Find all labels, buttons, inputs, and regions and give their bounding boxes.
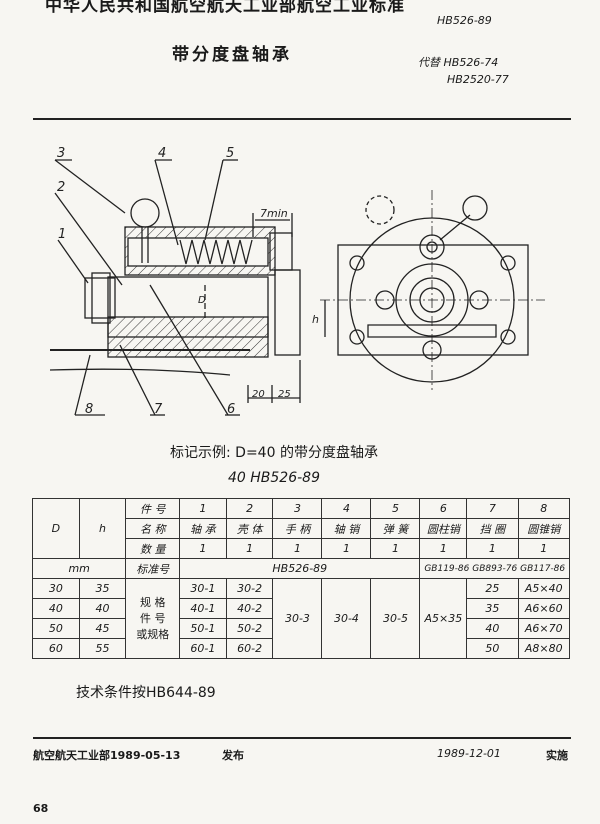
merged-c4: 30-4 bbox=[321, 578, 372, 659]
drawing-label-8: 8 bbox=[85, 402, 93, 417]
marking-example: 标记示例: D=40 的带分度盘轴承 bbox=[170, 445, 378, 461]
part-name-8: 圆锥销 bbox=[517, 518, 571, 539]
row-D: 60 bbox=[32, 638, 80, 659]
page-number: 68 bbox=[33, 802, 49, 815]
part-name-6: 圆柱销 bbox=[419, 518, 468, 539]
header-authority: 中华人民共和国航空航天工业部航空工业标准 bbox=[45, 0, 405, 16]
replaces-label: 代替 HB526-74 bbox=[418, 56, 499, 69]
qty-3: 1 bbox=[272, 538, 323, 559]
part-name-4: 轴 销 bbox=[321, 518, 372, 539]
part-no-7: 7 bbox=[466, 498, 519, 519]
merged-c5: 30-5 bbox=[370, 578, 421, 659]
dim-7min: 7min bbox=[260, 207, 288, 220]
dim-D: D bbox=[198, 295, 206, 306]
part-name-5: 弹 簧 bbox=[370, 518, 421, 539]
row-label-qty: 数 量 bbox=[125, 538, 181, 559]
cell-c8: A6×70 bbox=[517, 618, 571, 639]
row-h: 45 bbox=[78, 618, 127, 639]
footer-publish: 发布 bbox=[222, 749, 244, 762]
drawing-label-7: 7 bbox=[154, 402, 163, 417]
drawing-label-6: 6 bbox=[227, 402, 235, 417]
cell-c2: 30-2 bbox=[225, 578, 274, 599]
part-name-3: 手 柄 bbox=[272, 518, 323, 539]
part-no-1: 1 bbox=[179, 498, 227, 519]
part-no-5: 5 bbox=[370, 498, 421, 519]
drawing-label-3: 3 bbox=[57, 146, 65, 161]
drawing-label-1: 1 bbox=[58, 227, 66, 242]
qty-6: 1 bbox=[419, 538, 468, 559]
footer-issuer: 航空航天工业部1989-05-13 bbox=[33, 749, 181, 762]
part-no-8: 8 bbox=[517, 498, 571, 519]
qty-5: 1 bbox=[370, 538, 421, 559]
row-D: 30 bbox=[32, 578, 80, 599]
row-h: 55 bbox=[78, 638, 127, 659]
footer-impl: 实施 bbox=[546, 749, 568, 762]
cell-c7: 35 bbox=[466, 598, 519, 619]
cell-c1: 40-1 bbox=[179, 598, 227, 619]
standard-hb: HB526-89 bbox=[179, 558, 421, 579]
part-name-2: 壳 体 bbox=[225, 518, 274, 539]
dim-25: 25 bbox=[278, 389, 291, 400]
qty-7: 1 bbox=[466, 538, 519, 559]
merged-c6: A5×35 bbox=[419, 578, 468, 659]
technical-conditions: 技术条件按HB644-89 bbox=[76, 685, 216, 701]
row-label-part-no: 件 号 bbox=[125, 498, 181, 519]
row-label-name: 名 称 bbox=[125, 518, 181, 539]
col-header-D: D bbox=[32, 498, 80, 559]
cell-c2: 40-2 bbox=[225, 598, 274, 619]
cell-c7: 25 bbox=[466, 578, 519, 599]
marking-example-code: 40 HB526-89 bbox=[228, 470, 320, 486]
standard-number: HB526-89 bbox=[437, 14, 492, 27]
qty-2: 1 bbox=[225, 538, 274, 559]
row-h: 35 bbox=[78, 578, 127, 599]
row-h: 40 bbox=[78, 598, 127, 619]
qty-8: 1 bbox=[517, 538, 571, 559]
cell-c1: 50-1 bbox=[179, 618, 227, 639]
part-no-2: 2 bbox=[225, 498, 274, 519]
qty-4: 1 bbox=[321, 538, 372, 559]
part-no-3: 3 bbox=[272, 498, 323, 519]
dim-h: h bbox=[312, 313, 319, 326]
cell-c1: 60-1 bbox=[179, 638, 227, 659]
technical-drawing: 3 4 5 2 1 8 7 6 7min D h 20 25 bbox=[49, 146, 545, 417]
header-rule bbox=[33, 118, 571, 120]
spec-table: D h 件 号 1 2 3 4 5 6 7 8 名 称 轴 承 壳 体 手 柄 … bbox=[31, 498, 571, 659]
part-no-6: 6 bbox=[419, 498, 468, 519]
row-label-standard: 标准号 bbox=[125, 558, 181, 579]
drawing-label-4: 4 bbox=[158, 146, 166, 161]
cell-c7: 40 bbox=[466, 618, 519, 639]
drawing-label-2: 2 bbox=[57, 180, 65, 195]
qty-1: 1 bbox=[179, 538, 227, 559]
cell-c7: 50 bbox=[466, 638, 519, 659]
dim-20: 20 bbox=[252, 389, 265, 400]
part-no-4: 4 bbox=[321, 498, 372, 519]
footer-impl-date: 1989-12-01 bbox=[437, 747, 501, 760]
standard-gb: GB119-86 GB893-76 GB117-86 bbox=[419, 558, 570, 579]
cell-c2: 60-2 bbox=[225, 638, 274, 659]
footer-rule bbox=[33, 737, 571, 739]
part-name-7: 挡 圈 bbox=[466, 518, 519, 539]
col-header-h: h bbox=[78, 498, 127, 559]
row-D: 40 bbox=[32, 598, 80, 619]
row-D: 50 bbox=[32, 618, 80, 639]
replaces-second: HB2520-77 bbox=[447, 73, 509, 86]
cell-c8: A5×40 bbox=[517, 578, 571, 599]
cell-c8: A8×80 bbox=[517, 638, 571, 659]
cell-c1: 30-1 bbox=[179, 578, 227, 599]
cell-c8: A6×60 bbox=[517, 598, 571, 619]
spec-label: 规 格 件 号 或规格 bbox=[125, 578, 181, 659]
merged-c3: 30-3 bbox=[272, 578, 323, 659]
page-title: 带分度盘轴承 bbox=[172, 45, 292, 65]
unit-mm: mm bbox=[31, 558, 127, 579]
drawing-label-5: 5 bbox=[226, 146, 234, 161]
cell-c2: 50-2 bbox=[225, 618, 274, 639]
part-name-1: 轴 承 bbox=[179, 518, 227, 539]
